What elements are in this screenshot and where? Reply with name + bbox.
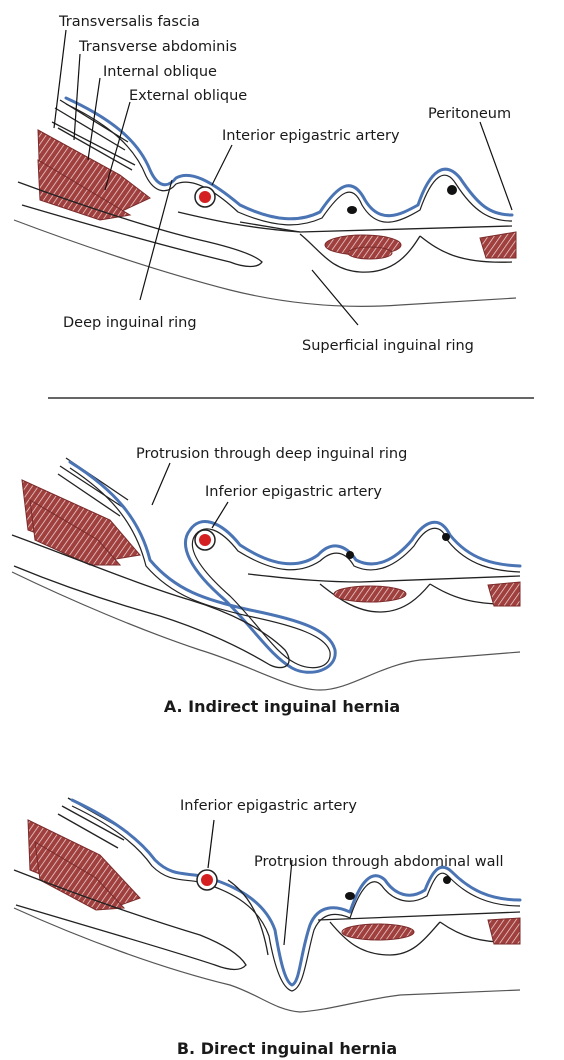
leader-protrusion xyxy=(284,860,292,945)
canal-wall-lower xyxy=(12,572,520,690)
vessel-dot xyxy=(442,533,450,541)
fascia-line-2 xyxy=(318,912,520,920)
caption-direct-hernia: B. Direct inguinal hernia xyxy=(177,1039,397,1058)
label-transverse-abdominis: Transverse abdominis xyxy=(78,39,237,55)
label-protrusion-abdominal-wall: Protrusion through abdominal wall xyxy=(254,854,504,870)
cord-structure xyxy=(342,924,414,940)
peritoneum-line xyxy=(72,800,520,985)
label-epigastric-artery: Interior epigastric artery xyxy=(222,128,400,144)
leader-superficial-ring xyxy=(312,270,358,325)
vessel-dot xyxy=(346,551,354,559)
label-internal-oblique: Internal oblique xyxy=(103,64,217,80)
aponeurosis-line xyxy=(240,222,300,232)
vessel-dot xyxy=(345,892,355,900)
canal-wall-lower xyxy=(14,220,516,306)
label-deep-inguinal-ring: Deep inguinal ring xyxy=(63,315,197,331)
vessel-dot xyxy=(347,206,357,214)
panel-indirect-hernia: Protrusion through deep inguinal ring In… xyxy=(12,446,520,716)
fascia-line xyxy=(228,880,268,955)
label-transversalis-fascia: Transversalis fascia xyxy=(58,14,200,30)
rectus-muscle xyxy=(488,918,520,944)
label-peritoneum: Peritoneum xyxy=(428,106,511,122)
transversalis-fascia-line xyxy=(178,212,512,232)
leader-protrusion xyxy=(152,463,170,505)
rectus-muscle xyxy=(488,582,520,606)
label-external-oblique: External oblique xyxy=(129,88,247,104)
label-protrusion-deep-ring: Protrusion through deep inguinal ring xyxy=(136,446,407,462)
leader-peritoneum xyxy=(480,122,512,210)
label-inferior-epigastric-artery: Inferior epigastric artery xyxy=(205,484,382,500)
epigastric-artery xyxy=(199,534,211,546)
leader-artery xyxy=(212,502,228,528)
leader-artery xyxy=(208,820,214,868)
epigastric-artery xyxy=(201,874,213,886)
epigastric-artery xyxy=(199,191,211,203)
caption-indirect-hernia: A. Indirect inguinal hernia xyxy=(164,697,400,716)
canal-wall-upper xyxy=(12,535,289,668)
panel-direct-hernia: Inferior epigastric artery Protrusion th… xyxy=(14,798,520,1058)
label-inferior-epigastric-artery: Inferior epigastric artery xyxy=(180,798,357,814)
fascia-line xyxy=(248,574,520,582)
panel-normal-anatomy: Transversalis fascia Transverse abdomini… xyxy=(14,14,516,354)
cord-structure-2 xyxy=(348,247,392,259)
label-superficial-inguinal-ring: Superficial inguinal ring xyxy=(302,338,474,354)
vessel-dot xyxy=(443,876,451,884)
rectus-muscle xyxy=(480,232,516,258)
leader-transverse xyxy=(74,54,80,140)
cord-structure xyxy=(334,586,406,602)
canal-wall-lower xyxy=(14,908,520,1012)
vessel-dot xyxy=(447,185,457,195)
leader-artery xyxy=(212,145,232,185)
